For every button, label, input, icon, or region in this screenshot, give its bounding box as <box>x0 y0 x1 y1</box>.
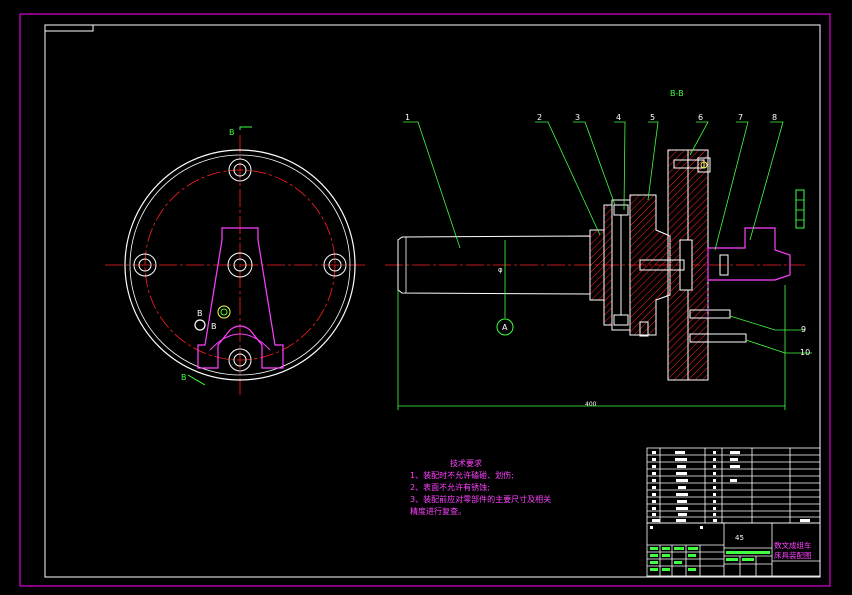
title-block-name-2: 床具装配图 <box>774 550 812 560</box>
callout-9: 9 <box>801 325 806 334</box>
title-block-green-cells <box>650 547 770 571</box>
view-mark-a: A <box>502 323 508 332</box>
tech-req-line-3: 3、装配前应对零部件的主要尺寸及相关 <box>410 494 551 504</box>
title-block <box>646 522 821 577</box>
callout-1: 1 <box>405 113 410 122</box>
tech-req-line-1: 1、装配时不允许磕碰、划伤; <box>410 470 514 480</box>
title-block-name-1: 数文成组车 <box>774 540 812 550</box>
callout-4: 4 <box>616 113 621 122</box>
tech-req-line-4: 精度进行复查。 <box>410 506 466 516</box>
outer-frame <box>19 13 831 587</box>
callout-6: 6 <box>698 113 703 122</box>
callout-2: 2 <box>537 113 542 122</box>
inner-border <box>44 24 821 578</box>
dimension-overall-length: 400 <box>585 401 597 408</box>
callout-5: 5 <box>650 113 655 122</box>
title-block-white-cells <box>650 526 703 529</box>
front-view <box>105 126 365 395</box>
corner-tag <box>44 24 94 32</box>
section-title: B-B <box>670 89 684 98</box>
section-mark-small-1: B <box>197 309 203 318</box>
tech-req-line-2: 2、表面不允许有锈蚀; <box>410 482 490 492</box>
callout-10: 10 <box>800 348 810 357</box>
callout-3: 3 <box>575 113 580 122</box>
section-view <box>385 121 812 410</box>
parts-list <box>646 447 821 524</box>
section-mark-top: B <box>229 128 235 137</box>
diameter-mark: φ <box>498 266 503 274</box>
tech-req-title: 技术要求 <box>450 458 482 468</box>
callout-8: 8 <box>772 113 777 122</box>
title-block-quantity: 45 <box>735 534 744 542</box>
section-mark-bottom: B <box>181 373 187 382</box>
section-mark-small-2: B <box>211 322 217 331</box>
parts-list-cells <box>652 451 810 522</box>
callout-7: 7 <box>738 113 743 122</box>
